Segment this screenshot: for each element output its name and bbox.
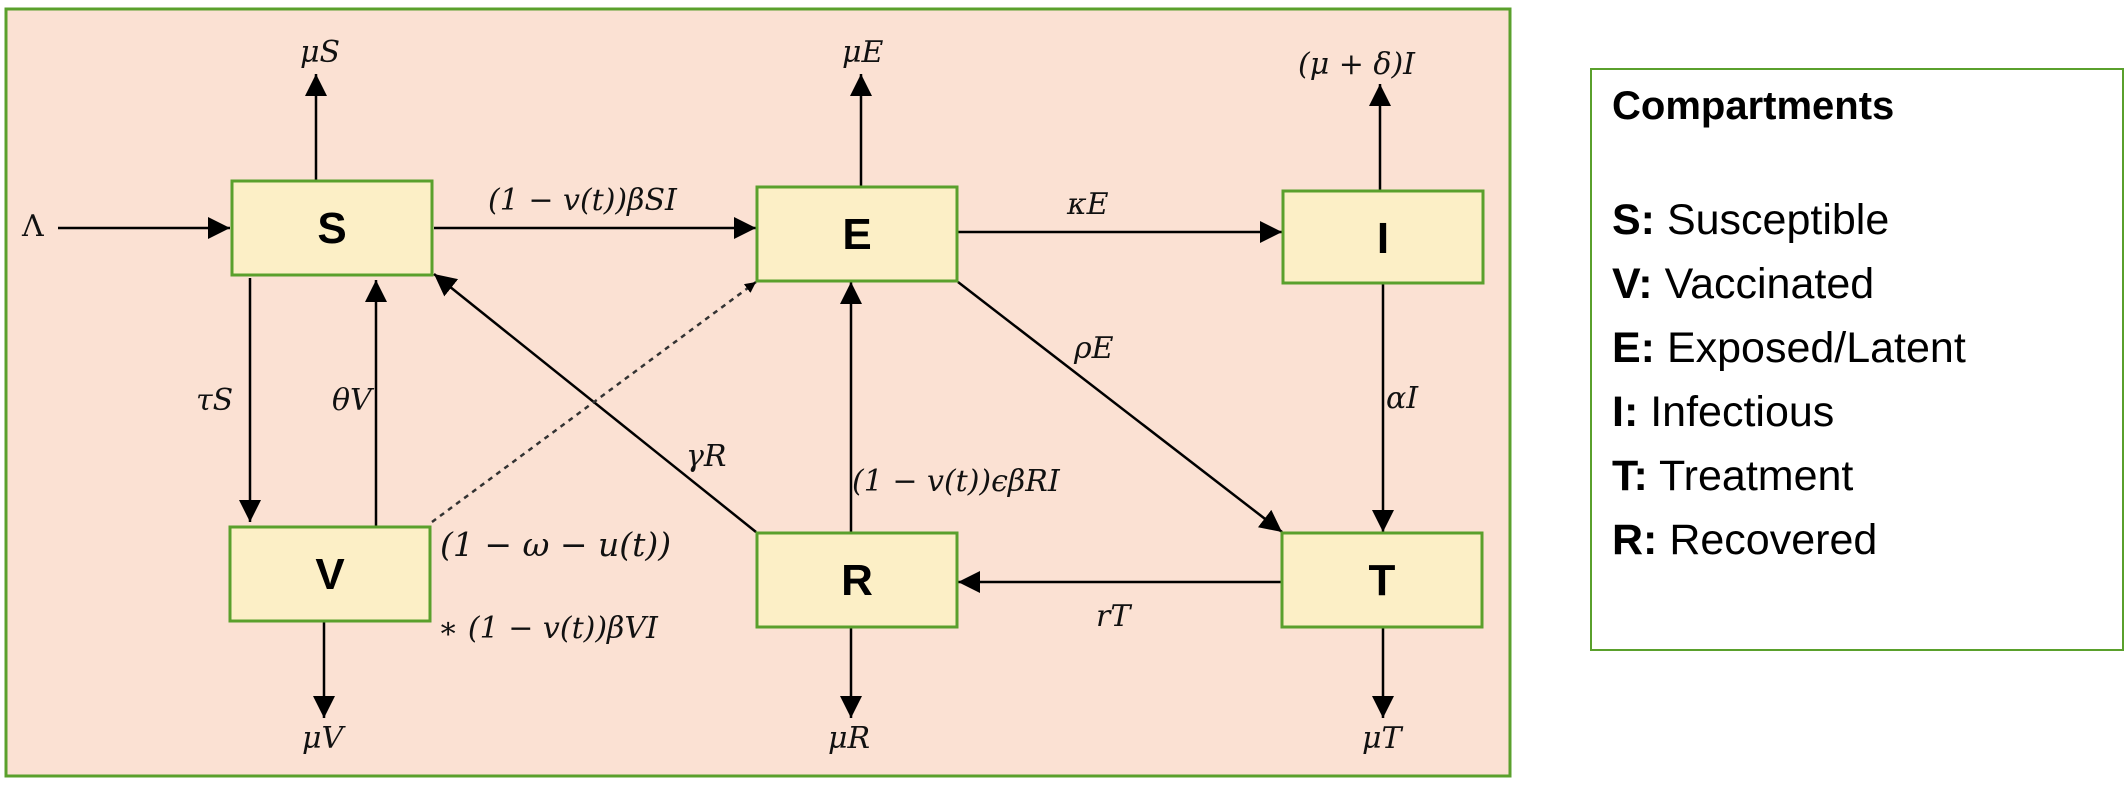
s-to-e-rate: (1 − v(t))βSI bbox=[488, 183, 678, 218]
legend-item-e: E: Exposed/Latent bbox=[1612, 316, 2102, 380]
v-to-e-dashed-arrow bbox=[431, 280, 757, 524]
legend-key: T: bbox=[1612, 452, 1648, 500]
mu-i-rate: (μ + δ)I bbox=[1298, 47, 1416, 82]
legend-text: Infectious bbox=[1638, 388, 1835, 436]
compartment-t-box bbox=[1280, 531, 1484, 629]
legend-key: E: bbox=[1612, 324, 1655, 372]
mu-t-rate: μT bbox=[1362, 721, 1403, 756]
compartment-s-label: S bbox=[317, 204, 346, 253]
mu-v-rate: μV bbox=[302, 721, 346, 756]
mu-s-rate: μS bbox=[300, 35, 340, 70]
r-to-e-rate: (1 − v(t))ϵβRI bbox=[852, 464, 1061, 499]
legend-item-i: I: Infectious bbox=[1612, 380, 2102, 444]
inflow-rate: Λ bbox=[21, 209, 44, 244]
legend-text: Exposed/Latent bbox=[1655, 324, 1966, 372]
compartment-i-box bbox=[1281, 189, 1485, 285]
legend-text: Treatment bbox=[1647, 452, 1854, 500]
s-to-v-rate: τS bbox=[196, 383, 233, 418]
t-to-r-rate: rT bbox=[1096, 599, 1132, 634]
v-to-e-rate-line1: (1 − ω − u(t)) bbox=[440, 525, 671, 564]
legend-text: Susceptible bbox=[1655, 196, 1890, 244]
e-to-t-arrow bbox=[957, 281, 1283, 533]
legend-text: Vaccinated bbox=[1652, 260, 1875, 308]
compartment-e-box bbox=[755, 185, 959, 283]
v-to-s-rate: θV bbox=[332, 383, 375, 418]
compartment-t-label: T bbox=[1369, 556, 1396, 605]
compartment-r-box bbox=[755, 531, 959, 629]
mu-e-rate: μE bbox=[842, 35, 883, 70]
legend-key: I: bbox=[1612, 388, 1639, 436]
compartment-e-label: E bbox=[842, 210, 871, 259]
legend-text: Recovered bbox=[1657, 516, 1878, 564]
compartment-s-box bbox=[230, 179, 434, 277]
legend-key: R: bbox=[1612, 516, 1658, 564]
legend-item-t: T: Treatment bbox=[1612, 444, 2102, 508]
legend-key: S: bbox=[1612, 196, 1655, 244]
compartment-v-box bbox=[228, 525, 432, 623]
compartment-i-label: I bbox=[1377, 214, 1389, 263]
legend-item-v: V: Vaccinated bbox=[1612, 252, 2102, 316]
r-to-s-rate: γR bbox=[686, 439, 727, 474]
legend-item-r: R: Recovered bbox=[1612, 508, 2102, 572]
legend-title: Compartments bbox=[1612, 84, 1895, 128]
compartment-r-label: R bbox=[841, 556, 873, 605]
r-to-s-arrow bbox=[433, 273, 757, 533]
mu-r-rate: μR bbox=[828, 721, 870, 756]
i-to-t-rate: αI bbox=[1386, 381, 1419, 416]
legend-key: V: bbox=[1612, 260, 1653, 308]
compartments-legend: Compartments S: Susceptible V: Vaccinate… bbox=[1590, 68, 2124, 651]
diagram-panel bbox=[4, 7, 1512, 778]
legend-item-s: S: Susceptible bbox=[1612, 188, 2102, 252]
e-to-i-rate: κE bbox=[1066, 187, 1109, 222]
v-to-e-rate-line2: ∗ (1 − v(t))βVI bbox=[438, 611, 659, 646]
e-to-t-rate: ρE bbox=[1073, 331, 1114, 366]
compartment-v-label: V bbox=[315, 550, 345, 599]
